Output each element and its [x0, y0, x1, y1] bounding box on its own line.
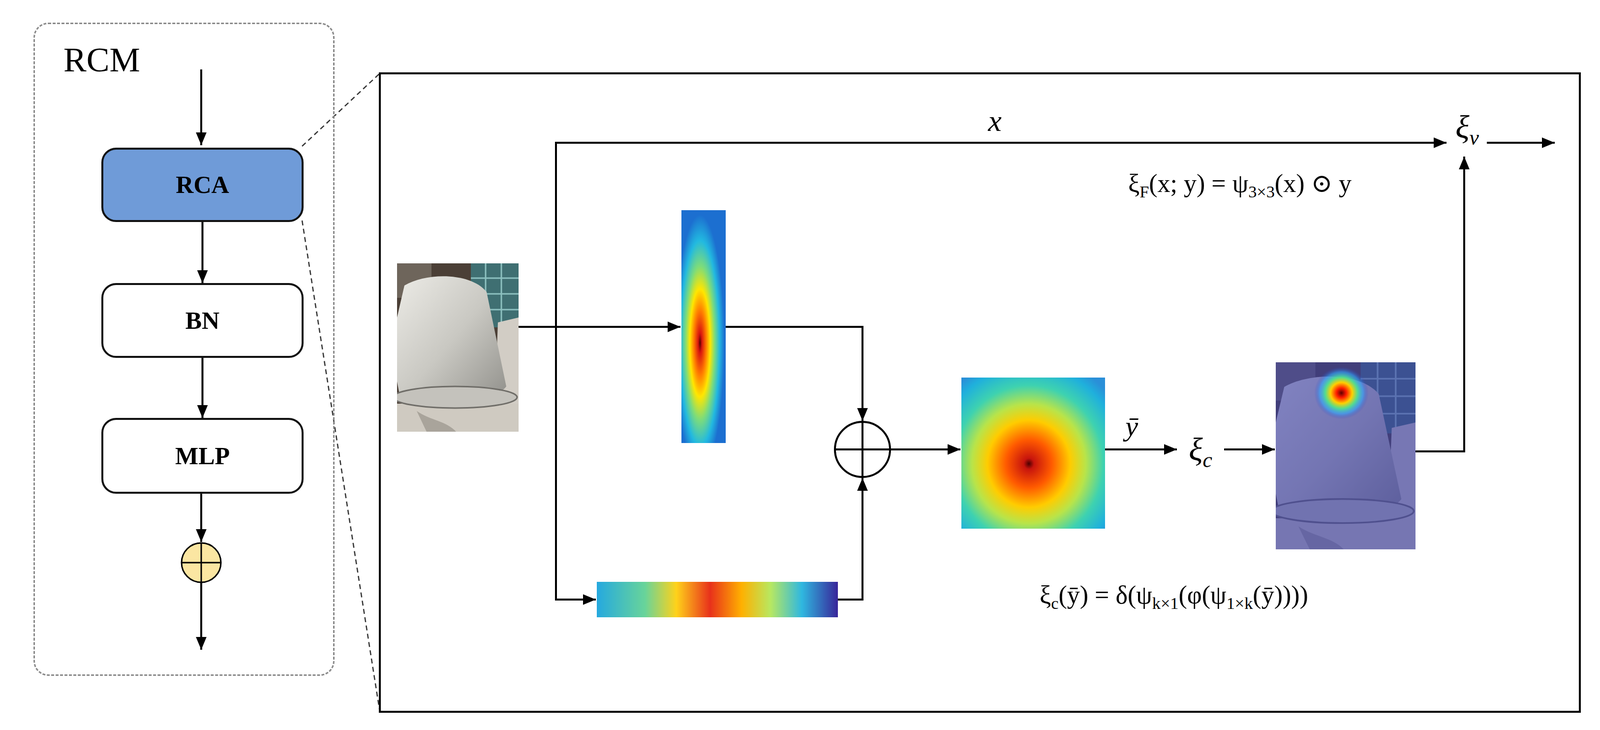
process-box: RCA [101, 147, 304, 222]
add-symbol-bar [200, 542, 203, 583]
flow-arrow [201, 221, 204, 283]
wire-arrow [518, 325, 681, 328]
wire-arrow [1415, 156, 1465, 452]
output-arrow [200, 582, 203, 650]
wire-arrow [1224, 448, 1275, 451]
box-label: RCA [175, 171, 229, 199]
module-group: RCM RCA BN MLP [33, 22, 335, 676]
box-label: MLP [175, 442, 230, 470]
group-title: RCM [63, 40, 141, 79]
signal-name: ȳ [1123, 410, 1140, 442]
add-symbol [834, 421, 891, 477]
add-symbol-bar [861, 421, 864, 477]
box-label: BN [185, 307, 220, 335]
flow-arrow [201, 357, 204, 418]
wire-arrow [837, 477, 863, 600]
wire-arrow [725, 326, 863, 421]
operator-symbol: ξv [1453, 109, 1481, 146]
detail-frame [379, 73, 1580, 712]
wire-arrow [1105, 448, 1177, 451]
add-symbol [181, 542, 221, 583]
equation: ξc(ȳ) = δ(ψk×1(φ(ψ1×k(ȳ)))) [1037, 580, 1311, 609]
zoom-line [302, 73, 380, 147]
input-photo [393, 263, 519, 432]
output-arrow [1486, 141, 1555, 144]
horizontal-heat-strip [596, 581, 838, 617]
wire-arrow [890, 448, 961, 451]
operator-symbol: ξc [1186, 431, 1215, 468]
attention-tint [1275, 362, 1416, 550]
zoom-line [302, 220, 380, 712]
signal-name: x [985, 103, 1004, 138]
wire-arrow [555, 326, 596, 600]
fused-heat-map [961, 377, 1106, 529]
vertical-heat-strip [681, 210, 726, 443]
flow-arrow [200, 492, 203, 542]
input-arrow [200, 69, 203, 146]
process-box: MLP [101, 417, 304, 494]
equation: ξF(x; y) = ψ3×3(x) ⊙ y [1126, 169, 1354, 198]
skip-wire [555, 142, 1447, 327]
process-box: BN [101, 282, 304, 358]
attention-hotspot [1314, 366, 1369, 420]
attention-photo [1271, 362, 1416, 550]
